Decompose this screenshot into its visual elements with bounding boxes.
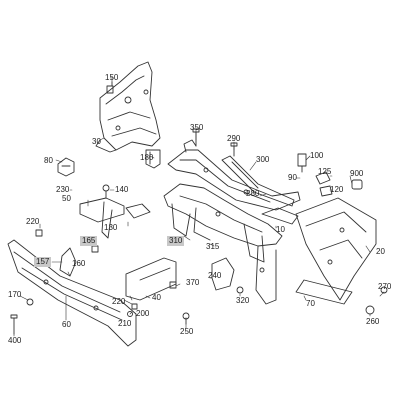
part-80-bracket <box>57 157 75 177</box>
part-165-spacer <box>91 245 99 253</box>
label-70: 70 <box>306 299 315 308</box>
part-100-sensor <box>297 153 307 173</box>
part-370-nut <box>169 281 177 289</box>
part-250-bolt <box>182 312 190 325</box>
leader-lines <box>13 75 385 337</box>
label-80: 80 <box>44 156 53 165</box>
label-150: 150 <box>105 73 119 82</box>
part-70-rod <box>295 279 353 305</box>
part-220-nut <box>35 229 43 237</box>
label-220-lower: 220 <box>112 297 126 306</box>
label-350: 350 <box>190 123 204 132</box>
part-50-bracket <box>79 197 125 239</box>
label-130: 130 <box>104 223 118 232</box>
label-200: 200 <box>136 309 150 318</box>
label-180: 180 <box>140 153 154 162</box>
label-20: 20 <box>376 247 385 256</box>
label-100: 100 <box>310 151 324 160</box>
label-40: 40 <box>152 293 161 302</box>
part-210-nut <box>131 303 138 310</box>
part-310-carrier <box>163 183 283 305</box>
part-120-connector <box>319 185 333 197</box>
label-300: 300 <box>256 155 270 164</box>
label-290: 290 <box>227 134 241 143</box>
part-125-connector <box>315 171 331 185</box>
label-315: 315 <box>206 242 220 251</box>
label-310: 310 <box>167 236 185 246</box>
label-370: 370 <box>186 278 200 287</box>
label-900: 900 <box>350 169 364 178</box>
part-180-clip <box>145 149 161 169</box>
label-320: 320 <box>236 296 250 305</box>
part-30-bracket <box>95 61 161 153</box>
part-280-crossmember <box>167 139 301 211</box>
label-240: 240 <box>208 271 222 280</box>
part-10-cover <box>261 207 299 225</box>
part-160-bracket <box>59 247 77 277</box>
label-60: 60 <box>62 320 71 329</box>
label-270: 270 <box>378 282 392 291</box>
part-300-strip <box>221 155 295 207</box>
label-165: 165 <box>80 236 98 246</box>
part-200-bolt <box>127 311 133 317</box>
part-900-plug <box>351 179 363 190</box>
label-120: 120 <box>330 185 344 194</box>
label-230: 230 <box>56 185 70 194</box>
label-10: 10 <box>276 225 285 234</box>
label-170: 170 <box>8 290 22 299</box>
part-400-bolt <box>10 314 18 335</box>
part-270-bolt <box>380 286 388 294</box>
label-140: 140 <box>115 185 129 194</box>
part-20-side-bracket <box>295 197 377 301</box>
part-320-bolt <box>236 286 244 294</box>
label-50: 50 <box>62 194 71 203</box>
part-150-clip <box>106 81 114 94</box>
label-30: 30 <box>92 137 101 146</box>
label-210: 210 <box>118 319 132 328</box>
part-140-bolt <box>102 184 110 199</box>
part-170-bolt <box>26 298 34 306</box>
label-260: 260 <box>366 317 380 326</box>
label-160: 160 <box>72 259 86 268</box>
label-125: 125 <box>318 167 332 176</box>
label-90: 90 <box>288 173 297 182</box>
part-130-clip <box>125 203 151 219</box>
part-260-plug <box>365 305 375 315</box>
label-157: 157 <box>34 257 52 267</box>
label-400: 400 <box>8 336 22 345</box>
part-40-lower-bracket <box>125 257 177 301</box>
label-220-upper: 220 <box>26 217 40 226</box>
label-250: 250 <box>180 327 194 336</box>
label-280: 280 <box>246 189 260 198</box>
part-60-bumper-beam <box>7 239 137 347</box>
